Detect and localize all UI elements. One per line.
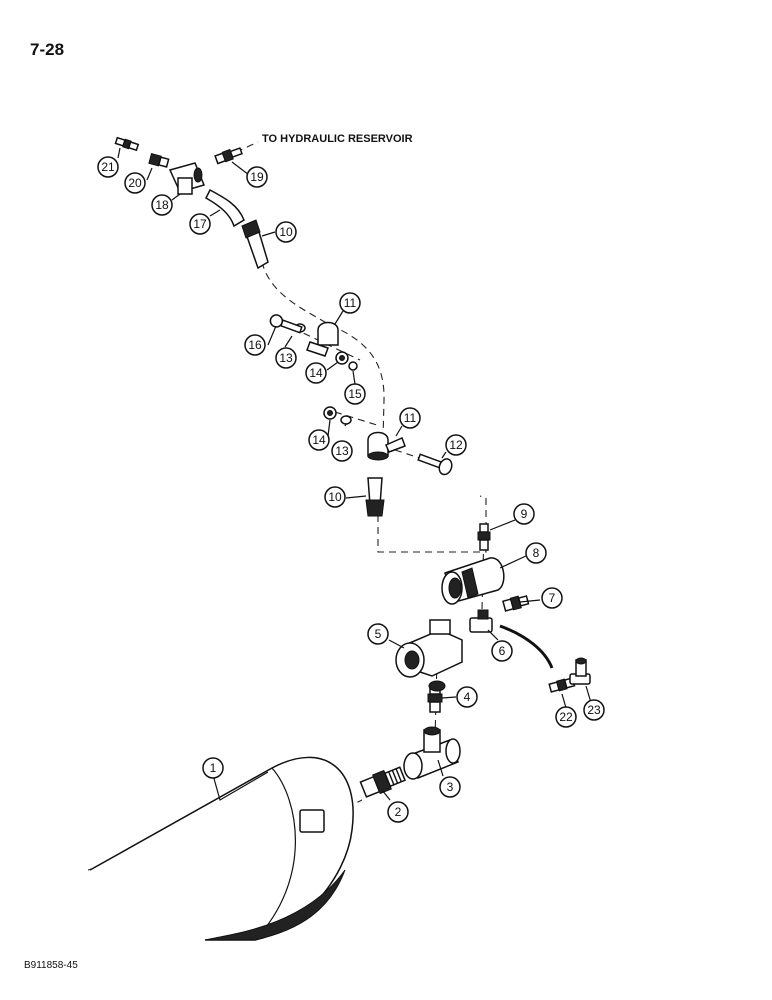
connector-part-2 [359,766,406,798]
callout-14-lower: 14 [308,429,330,451]
clamp-part-11-lower [367,431,406,461]
svg-text:17: 17 [193,217,207,231]
valve-part-8 [441,557,505,605]
callout-11-upper: 11 [339,292,361,314]
reservoir-note: TO HYDRAULIC RESERVOIR [262,133,413,145]
tee-part-3 [403,726,461,780]
fitting-part-21 [114,136,140,152]
svg-text:9: 9 [521,507,528,521]
callout-10-upper: 10 [275,221,297,243]
callout-1: 1 [202,757,224,779]
tee-part-23 [569,657,591,685]
callout-20: 20 [124,172,146,194]
page-number: 7-28 [30,40,65,59]
bolt-part-16 [269,314,303,334]
fitting-part-9 [477,523,491,551]
figure-code: B911858-45 [24,960,78,971]
svg-text:23: 23 [587,703,601,717]
svg-text:5: 5 [375,627,382,641]
callout-8: 8 [525,542,547,564]
svg-text:13: 13 [335,444,349,458]
leader-lines [117,147,593,801]
svg-text:7: 7 [549,591,556,605]
svg-text:4: 4 [464,690,471,704]
fitting-part-7 [502,595,530,612]
regulator-valve-part-5 [395,619,463,692]
callout-13-upper: 13 [275,347,297,369]
svg-text:16: 16 [248,338,262,352]
callout-9: 9 [513,503,535,525]
callout-19: 19 [246,166,268,188]
svg-text:10: 10 [279,225,293,239]
tank-part-1 [89,756,354,941]
callout-10-lower: 10 [324,486,346,508]
callout-6: 6 [491,640,513,662]
svg-text:10: 10 [328,490,342,504]
bolt-axis-12 [394,449,433,463]
hose-end-part-10-upper [241,219,269,270]
callout-7: 7 [541,587,563,609]
washer-part-15 [348,361,358,371]
svg-text:1: 1 [210,761,217,775]
svg-text:14: 14 [312,433,326,447]
svg-text:18: 18 [155,198,169,212]
fitting-part-20 [148,153,170,168]
callout-13-lower: 13 [331,440,353,462]
clamp-part-11-upper [306,321,339,357]
svg-text:20: 20 [128,176,142,190]
bolt-part-12 [417,453,453,476]
svg-text:15: 15 [348,387,362,401]
tee-part-18 [168,162,206,195]
nut-part-14-upper [335,351,349,365]
callout-18: 18 [151,194,173,216]
svg-text:13: 13 [279,351,293,365]
elbow-part-17 [205,188,245,228]
callout-22: 22 [555,706,577,728]
svg-text:8: 8 [533,546,540,560]
callout-5: 5 [367,623,389,645]
callout-23: 23 [583,699,605,721]
svg-text:11: 11 [344,296,357,310]
svg-text:14: 14 [309,366,323,380]
callout-17: 17 [189,213,211,235]
callout-11-lower: 11 [399,407,421,429]
washer-part-13-lower [340,415,352,425]
svg-text:12: 12 [449,438,463,452]
callout-14-upper: 14 [305,362,327,384]
hose-route-upper [261,261,385,441]
svg-text:3: 3 [447,780,454,794]
svg-text:6: 6 [499,644,506,658]
hose-end-part-10-lower [365,477,385,517]
svg-text:19: 19 [250,170,264,184]
svg-text:22: 22 [559,710,573,724]
callout-16: 16 [244,334,266,356]
svg-text:11: 11 [404,411,417,425]
hose-route-lower [377,495,487,553]
fitting-part-19 [214,147,243,165]
callout-12: 12 [445,434,467,456]
callout-21: 21 [97,156,119,178]
svg-text:2: 2 [395,805,402,819]
callout-15: 15 [344,383,366,405]
callout-2: 2 [387,801,409,823]
nut-part-14-lower [323,406,337,420]
elbow-part-6 [469,609,554,669]
svg-text:21: 21 [101,160,115,174]
callout-3: 3 [439,776,461,798]
callout-4: 4 [456,686,478,708]
bolt-axis-lower [334,411,381,427]
